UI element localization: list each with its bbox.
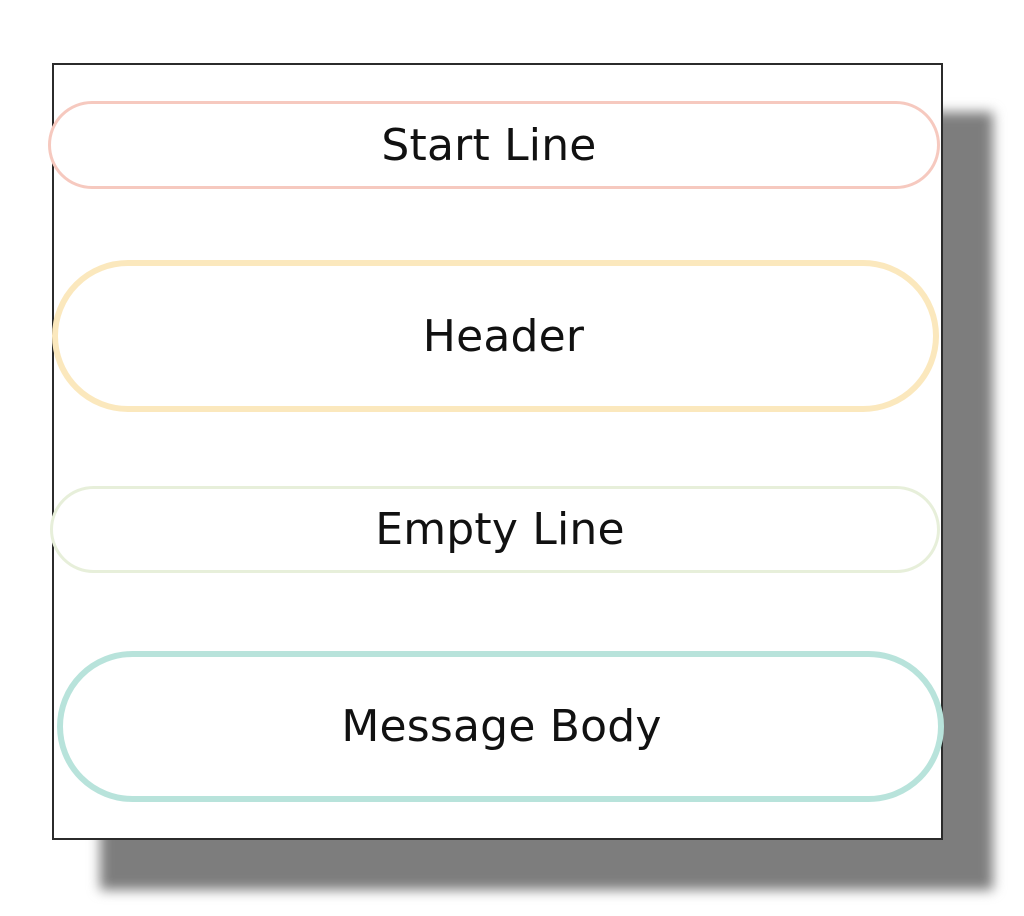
message-body-label: Message Body bbox=[341, 701, 662, 752]
header-label: Header bbox=[422, 310, 585, 362]
message-body-section: Message Body bbox=[57, 651, 944, 802]
header-section: Header bbox=[52, 260, 939, 412]
start-line-label: Start Line bbox=[381, 119, 597, 171]
empty-line-label: Empty Line bbox=[375, 504, 625, 555]
empty-line-section: Empty Line bbox=[50, 486, 940, 573]
start-line-section: Start Line bbox=[48, 101, 940, 189]
